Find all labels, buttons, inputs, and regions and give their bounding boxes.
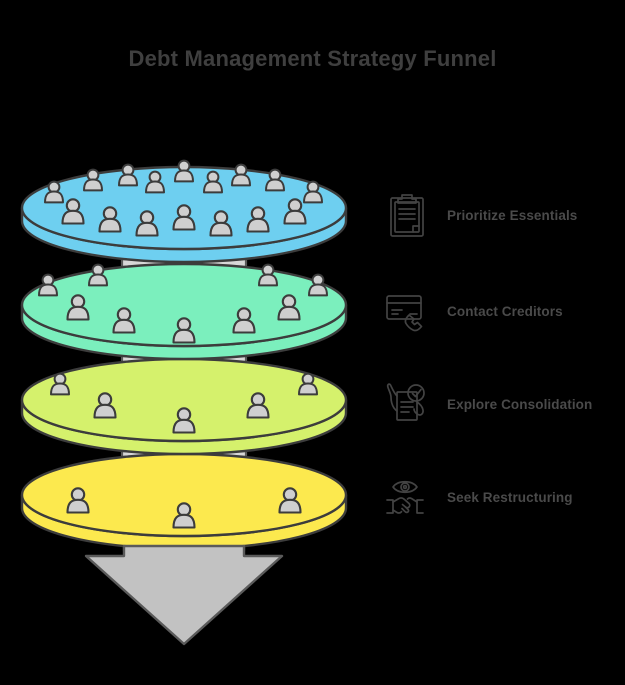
legend-label: Seek Restructuring (447, 489, 573, 505)
legend-label: Prioritize Essentials (447, 207, 578, 223)
clipboard-icon (390, 194, 424, 237)
legend-item-prioritize-essentials[interactable]: Prioritize Essentials (383, 187, 577, 243)
legend-label: Contact Creditors (447, 303, 563, 319)
eye-handshake-icon (386, 480, 424, 514)
funnel-stage-1[interactable] (20, 159, 348, 264)
legend-item-seek-restructuring[interactable]: Seek Restructuring (383, 469, 573, 525)
funnel-arrow-down (84, 544, 284, 646)
funnel-stage-3[interactable] (20, 357, 348, 456)
funnel-stage-2[interactable] (20, 262, 348, 361)
hand-document-check-icon (386, 383, 425, 421)
funnel-stage-4[interactable] (20, 452, 348, 551)
legend-item-explore-consolidation[interactable]: Explore Consolidation (383, 376, 592, 432)
legend-item-contact-creditors[interactable]: Contact Creditors (383, 283, 563, 339)
credit-card-phone-icon (386, 295, 423, 332)
legend-label: Explore Consolidation (447, 396, 593, 412)
page-title: Debt Management Strategy Funnel (128, 46, 497, 71)
